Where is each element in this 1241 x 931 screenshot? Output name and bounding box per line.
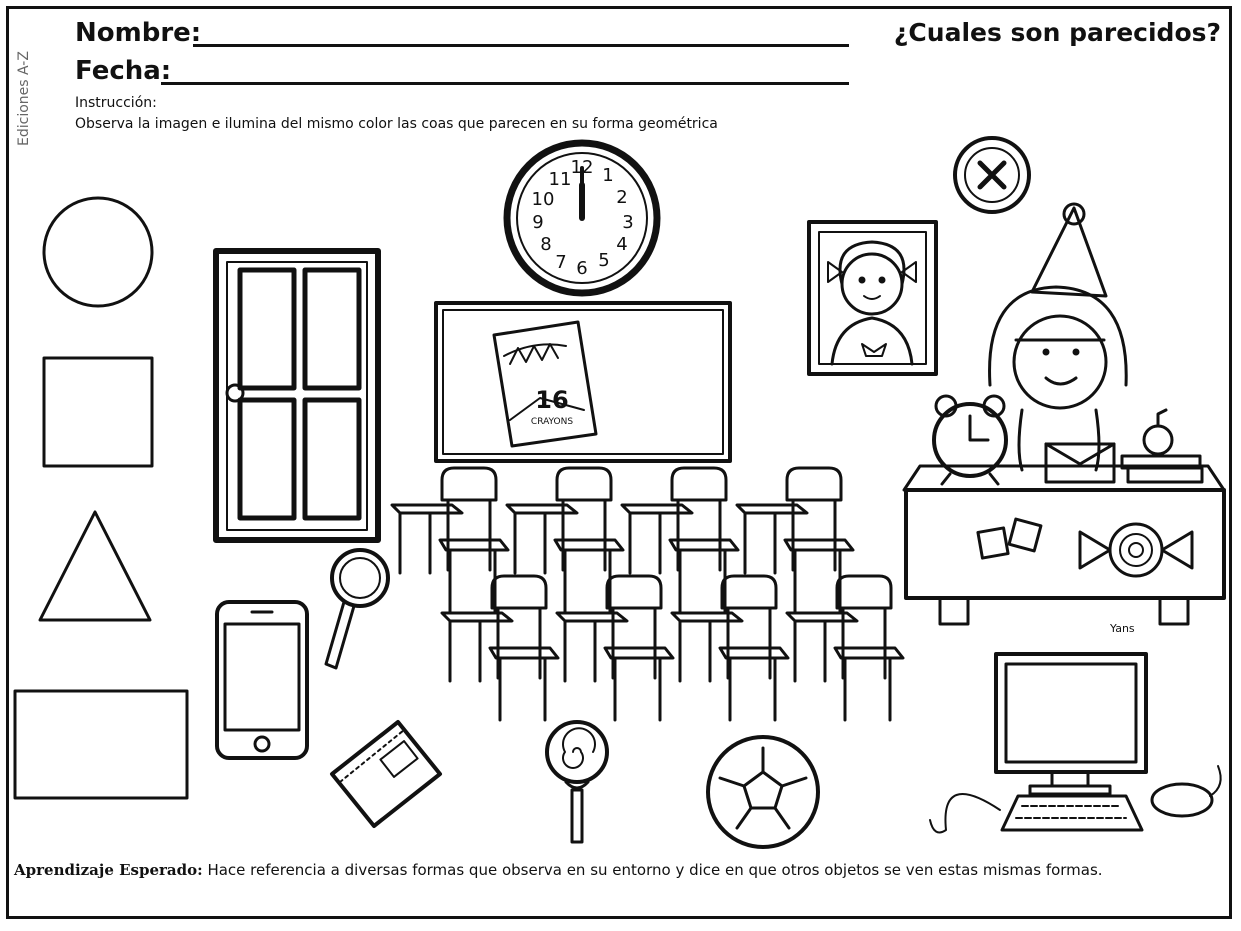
date-label: Fecha:: [75, 56, 172, 86]
name-label: Nombre:: [75, 18, 202, 48]
button-icon: [953, 136, 1031, 214]
teacher-icon: [988, 202, 1128, 484]
soccer-ball-icon: [706, 735, 820, 849]
crayon-box-icon: [492, 320, 598, 448]
triangle-shape: [38, 510, 152, 622]
magnifying-glass-icon: [324, 548, 390, 670]
instruction-text: Observa la imagen e ilumina del mismo co…: [75, 116, 718, 132]
clock-number: 12: [571, 157, 594, 178]
teacher-desk-icon: [902, 464, 1226, 626]
picture-frame-icon: [807, 220, 938, 376]
date-line[interactable]: [161, 82, 849, 85]
phone-icon: [215, 600, 309, 760]
crayon-box-brand: CRAYONS: [531, 417, 573, 427]
crayon-box-number: 16: [535, 386, 568, 414]
clock-number: 5: [598, 250, 609, 271]
clock-number: 10: [532, 189, 555, 210]
artist-signature: Yans: [1109, 622, 1135, 635]
alarm-clock-icon: [932, 394, 1008, 486]
clock-number: 1: [602, 165, 613, 186]
notebook-icon: [330, 720, 442, 828]
wall-clock-icon: [503, 139, 661, 297]
chair-rows-icon: [390, 466, 905, 722]
expected-learning-text: Hace referencia a diversas formas que ob…: [202, 861, 1103, 879]
name-line[interactable]: [193, 44, 849, 47]
instruction-label: Instrucción:: [75, 95, 157, 111]
rectangle-shape: [13, 689, 189, 800]
square-shape: [42, 356, 154, 468]
clock-number: 3: [622, 212, 633, 233]
bulletin-board-icon: [434, 301, 732, 463]
computer-icon: [929, 652, 1222, 834]
expected-learning: Aprendizaje Esperado: Hace referencia a …: [14, 858, 1214, 882]
clock-number: 7: [555, 252, 566, 273]
books-apple-icon: [1120, 408, 1204, 484]
clock-number: 11: [549, 169, 572, 190]
lollipop-icon: [545, 720, 609, 844]
page-title: ¿Cuales son parecidos?: [893, 18, 1221, 47]
clock-number: 2: [616, 187, 627, 208]
clock-number: 4: [616, 234, 627, 255]
expected-learning-label: Aprendizaje Esperado:: [14, 861, 203, 879]
clock-number: 6: [576, 258, 587, 279]
circle-shape: [42, 196, 154, 308]
door-icon: [213, 248, 381, 543]
worksheet-frame: [6, 6, 1232, 919]
clock-number: 9: [532, 212, 543, 233]
clock-number: 8: [540, 234, 551, 255]
